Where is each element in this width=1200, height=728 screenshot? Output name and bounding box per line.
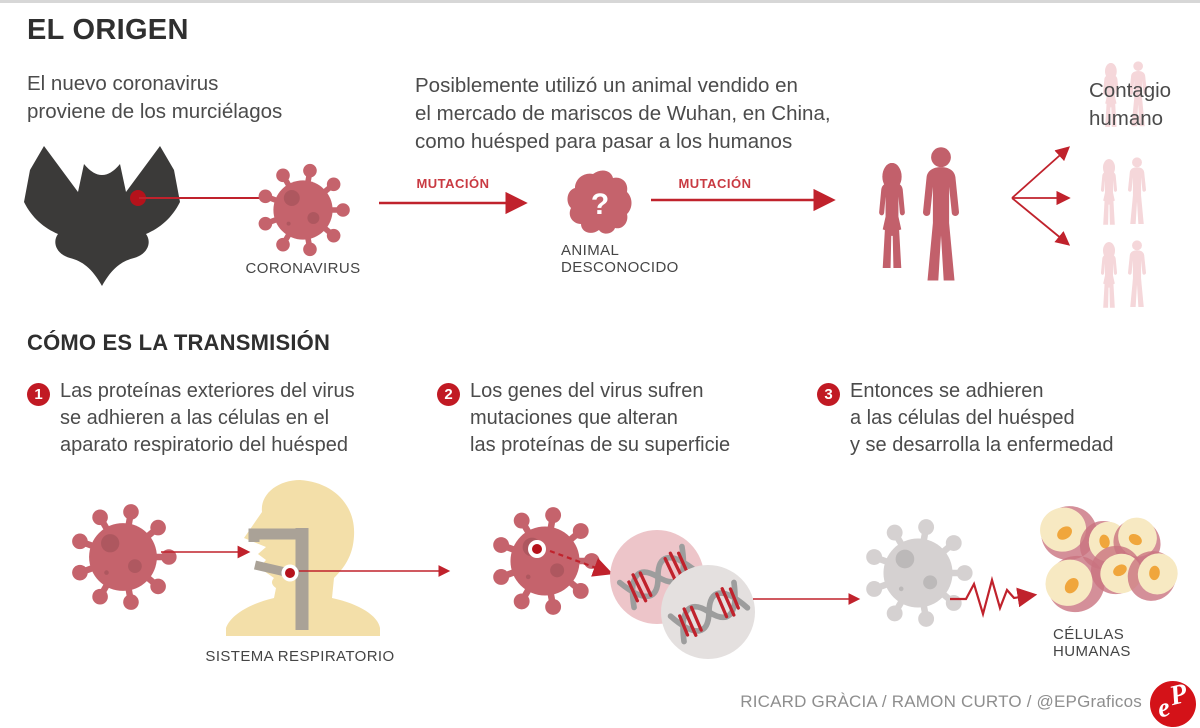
svg-text:?: ? bbox=[591, 188, 609, 221]
top-divider bbox=[0, 0, 1200, 3]
transmission-title: CÓMO ES LA TRANSMISIÓN bbox=[27, 330, 331, 355]
step-3-badge: 3 bbox=[817, 383, 840, 406]
origin-intro-center: Posiblemente utilizó un animal vendido e… bbox=[415, 74, 831, 153]
human-cells-icon bbox=[1035, 499, 1185, 624]
virus-to-genes-dashed-arrow bbox=[549, 549, 614, 577]
step-1-text: Las proteínas exteriores del virus se ad… bbox=[60, 380, 355, 456]
mutation-arrow-1 bbox=[379, 191, 528, 215]
humans-pair-icon bbox=[879, 147, 959, 281]
credits-text: RICARD GRÀCIA / RAMON CURTO / @EPGrafico… bbox=[740, 692, 1142, 711]
ep-logo-letter-p: P bbox=[1166, 677, 1191, 713]
contagion-branch-arrows bbox=[1011, 146, 1071, 246]
coronavirus-label: CORONAVIRUS bbox=[245, 260, 361, 277]
celulas-humanas-label: CÉLULAS HUMANAS bbox=[1053, 626, 1131, 660]
genes-to-mutated-virus-arrow bbox=[753, 593, 861, 605]
head-respiratory-icon bbox=[226, 480, 380, 636]
step-2-badge: 2 bbox=[437, 383, 460, 406]
sistema-respiratorio-label: SISTEMA RESPIRATORIO bbox=[205, 648, 395, 665]
unknown-animal-icon: ? bbox=[567, 170, 632, 234]
throat-exit-arrow bbox=[299, 565, 451, 577]
pale-humans-pair-3-icon bbox=[1096, 237, 1151, 315]
origin-intro-left: El nuevo coronavirus proviene de los mur… bbox=[27, 72, 283, 123]
pale-humans-pair-2-icon bbox=[1096, 154, 1151, 232]
bat-virus-connector-line bbox=[139, 197, 259, 200]
mutation-label-2: MUTACIÓN bbox=[678, 176, 752, 191]
step-1-badge: 1 bbox=[27, 383, 50, 406]
step-3-text: Entonces se adhieren a las células del h… bbox=[850, 380, 1114, 456]
attach-zigzag-arrow bbox=[950, 575, 1038, 619]
bat-icon bbox=[24, 146, 180, 286]
step-2-text: Los genes del virus sufren mutaciones qu… bbox=[470, 380, 731, 456]
ep-logo: e P bbox=[1145, 676, 1200, 728]
mutation-label-1: MUTACIÓN bbox=[416, 176, 490, 191]
virus-to-mouth-arrow bbox=[161, 545, 251, 559]
virus-protein-dot bbox=[528, 540, 546, 558]
mutation-arrow-2 bbox=[651, 188, 836, 212]
animal-desconocido-label: ANIMAL DESCONOCIDO bbox=[561, 242, 679, 276]
contagio-humano-label: Contagio humano bbox=[1089, 79, 1172, 130]
origin-title: EL ORIGEN bbox=[27, 14, 189, 46]
coronavirus-icon bbox=[255, 162, 351, 258]
